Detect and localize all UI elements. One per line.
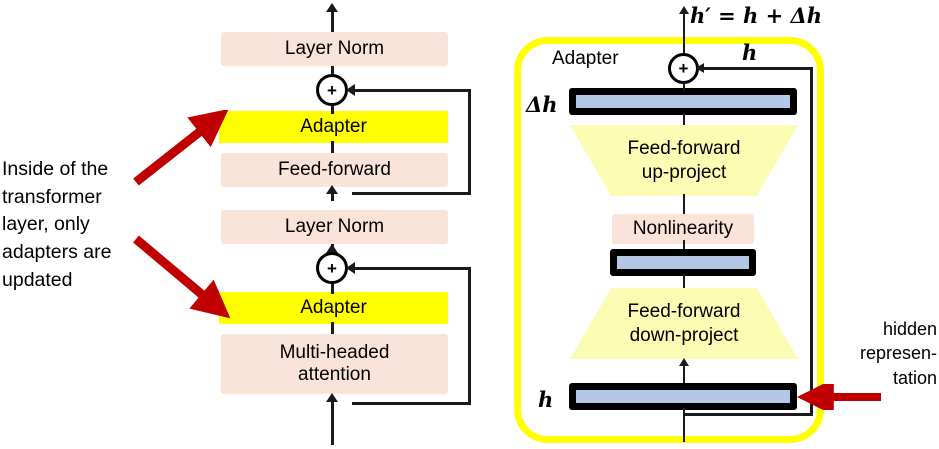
residual-add-attention: + — [316, 252, 348, 284]
module-label-line-1: Feed-forward — [627, 300, 741, 322]
adapter-input-line — [683, 408, 685, 442]
h-label: h — [538, 387, 554, 412]
plus-icon: + — [327, 80, 337, 100]
adapter-caption: Adapter — [552, 48, 619, 69]
adapter-residual-add: + — [668, 53, 699, 84]
block-label: Multi-headed attention — [279, 342, 390, 385]
red-arrow-hidden-input-icon — [797, 384, 881, 410]
residual-connection-attention — [352, 267, 471, 405]
annotation-line: transformer — [2, 185, 102, 208]
left-spine-1 — [331, 66, 334, 76]
red-arrow-lower-icon — [133, 235, 231, 319]
adapter-output-arrowhead-icon — [679, 6, 689, 14]
block-label: Adapter — [300, 297, 367, 319]
annotation-line: Inside of the — [2, 158, 109, 180]
annotation-text: Inside of the transformer layer, only adapt… — [2, 156, 152, 294]
bottleneck-bar — [610, 249, 756, 276]
module-feed-forward-up-project: Feed-forward up-project — [570, 125, 798, 196]
residual-add-ffn: + — [316, 74, 348, 106]
block-multi-headed-attention: Multi-headed attention — [221, 334, 448, 394]
block-feed-forward: Feed-forward — [221, 153, 448, 187]
block-adapter-top: Adapter — [219, 111, 448, 143]
hidden-bar — [569, 383, 797, 410]
down-project-input-arrowhead-icon — [679, 358, 689, 366]
hidden-note-line: represen- — [859, 343, 937, 364]
output-formula: h′ = h + Δh — [690, 3, 823, 28]
skip-arrowhead-icon — [696, 63, 704, 73]
adapter-output-line — [683, 13, 685, 55]
block-adapter-bottom: Adapter — [219, 292, 448, 324]
annotation-line: updated — [2, 268, 73, 291]
skip-label: h — [742, 40, 758, 65]
adapter-spine-4 — [683, 240, 685, 252]
adapter-boundary-box — [514, 37, 824, 443]
block-layer-norm-top: Layer Norm — [221, 32, 448, 66]
residual-ffn-arrowhead-icon — [346, 84, 355, 96]
residual-connection-ffn — [352, 89, 471, 195]
skip-top-segment — [704, 67, 812, 70]
module-label-line-2: down-project — [629, 324, 739, 346]
delta-h-label: Δh — [526, 92, 558, 117]
skip-right-segment — [810, 67, 813, 416]
left-spine-2 — [331, 106, 334, 114]
delta-h-bar — [569, 88, 797, 115]
hidden-note-line: tation — [892, 367, 937, 388]
adapter-spine-3 — [683, 194, 685, 218]
adapter-spine-2 — [683, 113, 685, 127]
left-spine-4 — [331, 193, 334, 201]
ffn-input-arrowhead-icon — [326, 185, 338, 194]
plus-icon: + — [327, 258, 337, 278]
module-label-line-1: Feed-forward — [627, 137, 741, 159]
residual-attn-arrowhead-icon — [346, 262, 355, 274]
annotation-line: adapters are — [2, 241, 112, 264]
skip-bottom-segment — [683, 413, 813, 416]
module-label: Nonlinearity — [632, 218, 734, 239]
left-spine-3 — [331, 141, 334, 155]
left-output-line — [331, 10, 334, 32]
hidden-representation-note: hidden represen-tation — [845, 317, 937, 390]
layernorm-mid-arrowhead-icon — [326, 244, 338, 253]
hidden-note-line: hidden — [882, 319, 937, 339]
left-output-arrowhead-icon — [326, 3, 338, 12]
annotation-line: layer, only — [2, 213, 90, 236]
left-spine-6 — [331, 284, 334, 294]
adapter-spine-6 — [683, 366, 685, 387]
adapter-spine-5 — [683, 274, 685, 291]
module-nonlinearity: Nonlinearity — [612, 214, 754, 244]
block-layer-norm-mid: Layer Norm — [221, 210, 448, 244]
left-spine-7 — [331, 322, 334, 336]
block-label: Layer Norm — [284, 38, 385, 60]
red-arrow-upper-icon — [133, 110, 229, 186]
block-label: Layer Norm — [284, 216, 385, 238]
module-feed-forward-down-project: Feed-forward down-project — [570, 288, 798, 359]
block-label: Feed-forward — [278, 159, 391, 181]
block-label: Adapter — [300, 116, 367, 138]
attention-input-arrowhead-icon — [326, 393, 338, 402]
adapter-spine-1 — [683, 82, 685, 91]
left-input-line — [331, 400, 334, 445]
plus-icon: + — [678, 59, 689, 78]
module-label-line-2: up-project — [641, 161, 727, 183]
